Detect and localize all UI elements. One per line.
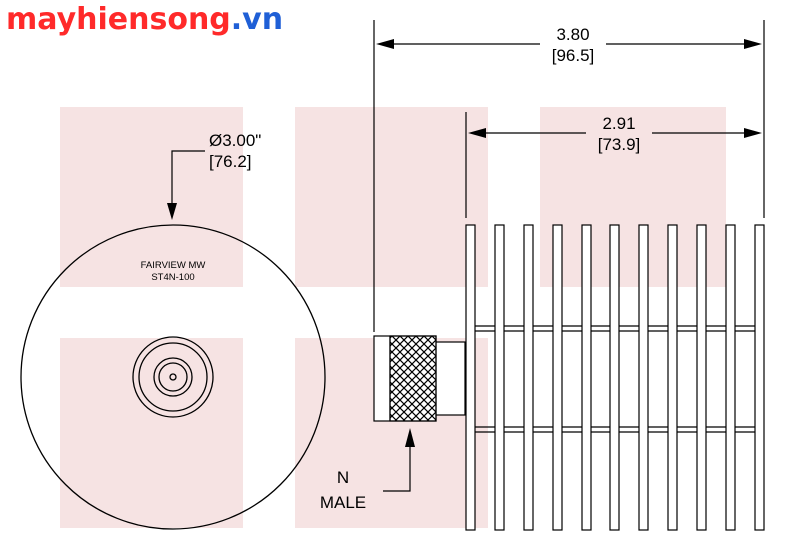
front-view <box>20 224 326 530</box>
overall-arrow-right <box>744 39 762 49</box>
overall-length-dimension <box>373 20 765 332</box>
heatsink-fin <box>725 224 736 531</box>
connector-ring-inner <box>153 357 193 397</box>
connector-label-line1: N <box>337 468 349 487</box>
watermark-logo: mayhiensong.vn <box>6 2 283 37</box>
heatsink-length-inch: 2.91 <box>602 114 635 133</box>
overall-length-inch: 3.80 <box>556 25 589 44</box>
watermark-block <box>60 338 243 528</box>
connector-arrowhead <box>405 428 415 447</box>
watermark-block <box>60 107 243 287</box>
diameter-leader <box>171 150 205 205</box>
connector-body <box>434 341 466 416</box>
outer-face-circle <box>20 224 326 530</box>
overall-length-mm: [96.5] <box>552 46 595 65</box>
connector-ring <box>138 342 208 412</box>
heatsink-fin <box>609 224 620 531</box>
heatsink-length-mm: [73.9] <box>598 135 641 154</box>
heatsink-arrow-left <box>468 128 486 138</box>
watermark-tld: .vn <box>230 2 284 37</box>
heatsink-fin <box>494 224 505 531</box>
heatsink-fin <box>465 224 476 531</box>
heatsink-fins <box>465 224 765 531</box>
center-pin <box>169 373 177 381</box>
face-label-line2: ST4N-100 <box>151 272 194 283</box>
side-view <box>373 325 764 433</box>
heatsink-fin <box>754 224 765 531</box>
connector-ring-outer <box>132 336 214 418</box>
diameter-inch: Ø3.00" <box>209 131 261 150</box>
knurled-grip <box>389 335 437 422</box>
watermark-brand: mayhiensong <box>6 2 231 37</box>
watermark-block <box>540 107 726 287</box>
overall-arrow-left <box>376 39 394 49</box>
heatsink-fin <box>638 224 649 531</box>
heatsink-fin <box>581 224 592 531</box>
connector-label-line2: MALE <box>320 493 366 512</box>
connector-leader <box>383 446 411 492</box>
heatsink-fin <box>523 224 534 531</box>
diameter-arrowhead <box>167 203 177 220</box>
diameter-mm: [76.2] <box>209 152 252 171</box>
heatsink-arrow-right <box>744 128 762 138</box>
watermark-blocks <box>60 107 726 528</box>
connector-dielectric <box>158 362 188 392</box>
watermark-block <box>295 107 488 287</box>
heatsink-fin <box>696 224 707 531</box>
heatsink-fin <box>667 224 678 531</box>
heatsink-length-dimension <box>465 112 758 218</box>
face-label-line1: FAIRVIEW MW <box>141 260 206 271</box>
heatsink-fin <box>552 224 563 531</box>
